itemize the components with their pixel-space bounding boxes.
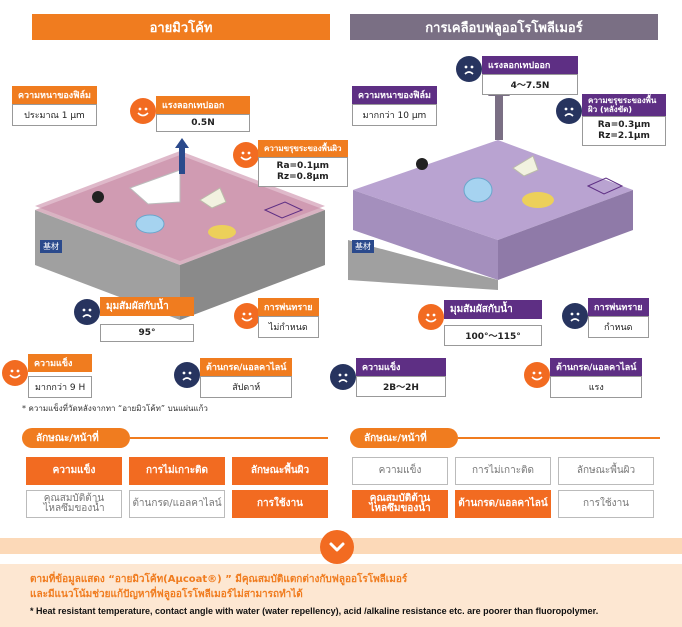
sad-face-icon [556,98,582,124]
left-hardness-title: ความแข็ง [28,354,93,372]
left-hardness: ความแข็ง มากกว่า 9 H [28,354,93,398]
right-film-thickness-value: มากกว่า 10 μm [352,104,437,126]
left-acid-alkali: ต้านกรด/แอลคาไลน์ สัปดาห์ [200,358,293,398]
substrate-text-right: 基材 [355,242,371,251]
happy-face-icon [524,362,550,388]
peel-arrow-icon-left [175,138,189,174]
right-acid-alkali: ต้านกรด/แอลคาไลน์ แรง [550,358,643,398]
right-feature-cell-1: การไม่เกาะติด [455,457,551,485]
right-coating-illustration [353,140,633,280]
right-contact-angle: มุมสัมผัสกับน้ำ 100°〜115° [444,300,542,346]
right-sandblast-title: การพ่นทราย [588,298,649,316]
substrate-label-right: 基材 [352,240,374,253]
left-roughness-values: Ra=0.1μm Rz=0.8μm [258,157,348,187]
left-peel-strength: แรงลอกเทปออก 0.5N [156,96,250,132]
right-roughness-title: ความขรุขระของพื้นผิว (หลังขัด) [582,94,666,117]
right-substrate-base [348,240,498,290]
header-right: การเคลือบฟลูออโรโพลีเมอร์ [350,14,658,40]
left-roughness: ความขรุขระของพื้นผิว Ra=0.1μm Rz=0.8μm [258,140,348,187]
right-feature-cell-2: ลักษณะพื้นผิว [558,457,654,485]
right-peel-title: แรงลอกเทปออก [482,56,578,74]
left-film-thickness-value: ประมาณ 1 μm [12,104,97,126]
right-hardness-value: 2B〜2H [356,376,446,397]
right-peel-value: 4〜7.5N [482,74,578,95]
feature-tab-left-text: ลักษณะ/หน้าที่ [36,432,99,444]
left-film-thickness-title: ความหนาของฟิล์ม [12,86,97,104]
right-acid-value: แรง [550,376,643,398]
left-coating-illustration [35,151,325,320]
right-hardness-title: ความแข็ง [356,358,446,376]
left-contact-title: มุมสัมผัสกับน้ำ [100,297,194,316]
right-roughness-ra: Ra=0.3μm [597,120,651,131]
happy-face-icon [234,303,260,329]
right-film-thickness-title: ความหนาของฟิล์ม [352,86,437,104]
right-film-thickness: ความหนาของฟิล์ม มากกว่า 10 μm [352,86,437,126]
sad-face-icon [174,362,200,388]
substrate-text-left: 基材 [43,242,59,251]
feature-tab-right: ลักษณะ/หน้าที่ [350,428,458,448]
left-acid-title: ต้านกรด/แอลคาไลน์ [200,358,293,376]
sad-face-icon [330,364,356,390]
sad-face-icon [456,56,482,82]
peel-arrow-icon-right [488,80,510,140]
left-feature-cell-3: คุณสมบัติต้านไหลซึมของน้ำ [26,490,122,518]
right-acid-title: ต้านกรด/แอลคาไลน์ [550,358,643,376]
sad-face-icon [562,303,588,329]
happy-face-icon [418,304,444,330]
right-roughness-rz: Rz=2.1μm [598,131,650,142]
right-sandblast-value: กำหนด [588,316,649,338]
left-feature-cell-5: การใช้งาน [232,490,328,518]
happy-face-icon [233,142,259,168]
left-contact-angle: มุมสัมผัสกับน้ำ 95° [100,297,194,342]
right-hardness: ความแข็ง 2B〜2H [356,358,446,397]
left-acid-value: สัปดาห์ [200,376,293,398]
right-feature-cell-0: ความแข็ง [352,457,448,485]
right-contact-value: 100°〜115° [444,325,542,346]
right-roughness: ความขรุขระของพื้นผิว (หลังขัด) Ra=0.3μm … [582,94,666,146]
right-sandblast: การพ่นทราย กำหนด [588,298,649,338]
conclusion-english-note: * Heat resistant temperature, contact an… [30,606,599,616]
arrow-down-icon [320,530,354,564]
right-contact-title: มุมสัมผัสกับน้ำ [444,300,542,319]
feature-tab-right-text: ลักษณะ/หน้าที่ [364,432,427,444]
left-roughness-rz: Rz=0.8μm [276,171,329,182]
left-sandblast: การพ่นทราย ไม่กำหนด [258,298,319,338]
left-feature-cell-4: ต้านกรด/แอลคาไลน์ [129,490,225,518]
right-feature-cell-3: คุณสมบัติต้านไหลซึมของน้ำ [352,490,448,518]
header-right-text: การเคลือบฟลูออโรโพลีเมอร์ [425,20,583,36]
left-sandblast-title: การพ่นทราย [258,298,319,316]
left-peel-title: แรงลอกเทปออก [156,96,250,114]
conclusion-panel [0,564,682,627]
left-contact-value: 95° [100,324,194,342]
sad-face-icon [74,299,100,325]
feature-tab-left: ลักษณะ/หน้าที่ [22,428,130,448]
happy-face-icon [130,98,156,124]
happy-face-icon [2,360,28,386]
feature-divider-left [130,437,328,439]
left-film-thickness: ความหนาของฟิล์ม ประมาณ 1 μm [12,86,97,126]
left-sandblast-value: ไม่กำหนด [258,316,319,338]
left-feature-cell-1: การไม่เกาะติด [129,457,225,485]
left-feature-cell-2: ลักษณะพื้นผิว [232,457,328,485]
left-hardness-value: มากกว่า 9 H [28,376,93,398]
feature-divider-right [458,437,660,439]
right-roughness-values: Ra=0.3μm Rz=2.1μm [582,116,666,146]
hardness-note: * ความแข็งที่วัดหลังจากทา “อายมิวโค้ท” บ… [22,404,208,413]
left-feature-cell-0: ความแข็ง [26,457,122,485]
right-feature-cell-4: ต้านกรด/แอลคาไลน์ [455,490,551,518]
conclusion-line-1: ตามที่ข้อมูลแสดง “อายมิวโค้ท(Aμcoat®) ” … [30,574,408,585]
right-peel-strength: แรงลอกเทปออก 4〜7.5N [482,56,578,95]
left-roughness-ra: Ra=0.1μm [276,161,330,171]
left-peel-value: 0.5N [156,114,250,132]
substrate-label-left: 基材 [40,240,62,253]
right-feature-cell-5: การใช้งาน [558,490,654,518]
left-roughness-title: ความขรุขระของพื้นผิว [258,140,348,157]
conclusion-line-2: และมีแนวโน้มช่วยแก้ปัญหาที่ฟลูออโรโพลีเม… [30,589,303,600]
header-left-text: อายมิวโค้ท [149,20,213,36]
header-left: อายมิวโค้ท [32,14,330,40]
